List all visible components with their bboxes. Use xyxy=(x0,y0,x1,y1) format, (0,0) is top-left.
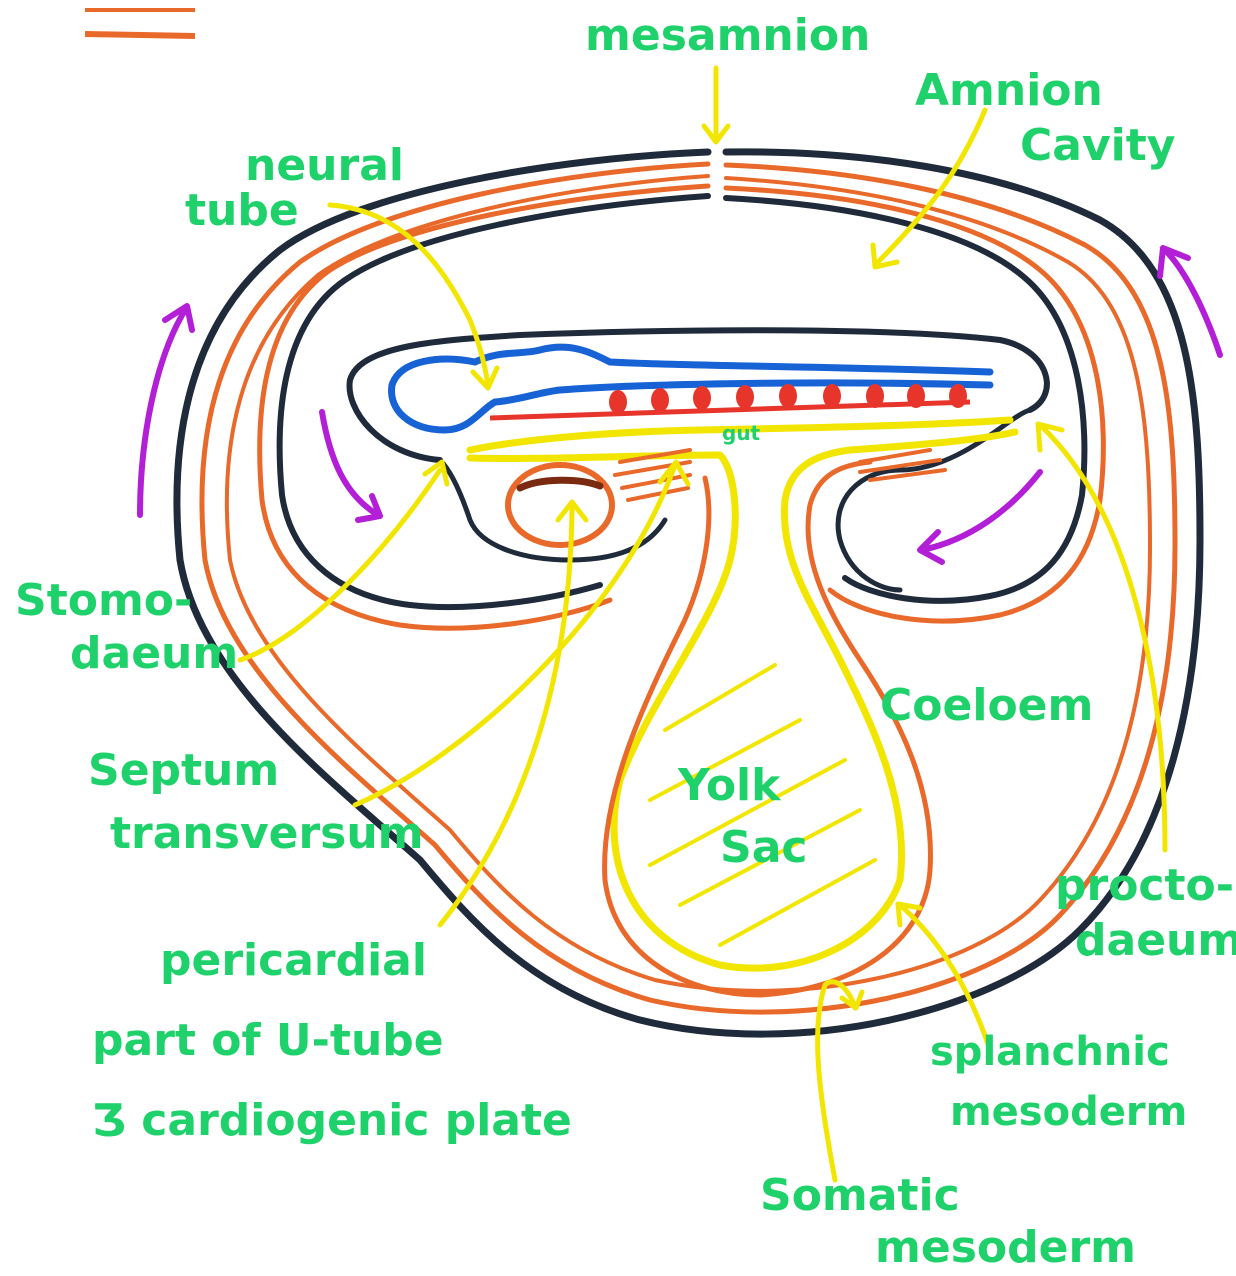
label-pericardial-1: pericardial xyxy=(160,935,427,986)
legend-swatch xyxy=(85,10,195,36)
pericardial-cavity xyxy=(508,465,612,545)
label-yolk-sac-2: Sac xyxy=(720,822,807,873)
label-amnion-cavity-2: Cavity xyxy=(1020,120,1175,171)
label-septum-2: transversum xyxy=(110,808,424,859)
label-gut: gut xyxy=(722,421,761,445)
label-coeloem: Coeloem xyxy=(880,680,1093,731)
label-amnion-cavity-1: Amnion xyxy=(915,65,1103,116)
label-pericardial-3: Ʒ cardiogenic plate xyxy=(92,1095,572,1146)
label-yolk-sac-1: Yolk xyxy=(677,760,782,811)
label-neural-tube-2: tube xyxy=(185,185,299,236)
label-proctodaeum-1: procto- xyxy=(1055,860,1234,911)
label-proctodaeum-2: daeum xyxy=(1075,915,1236,966)
label-neural-tube-1: neural xyxy=(245,140,404,191)
label-pericardial-2: part of U-tube xyxy=(92,1015,444,1066)
label-splanchnic-1: splanchnic xyxy=(930,1029,1170,1075)
label-stomodaeum-1: Stomo- xyxy=(15,575,192,626)
label-somatic-1: Somatic xyxy=(760,1170,960,1221)
label-somatic-2: mesoderm xyxy=(875,1222,1136,1273)
label-septum-1: Septum xyxy=(88,745,279,796)
label-stomodaeum-2: daeum xyxy=(70,628,238,679)
label-splanchnic-2: mesoderm xyxy=(950,1089,1187,1135)
label-mesamnion: mesamnion xyxy=(585,10,870,61)
